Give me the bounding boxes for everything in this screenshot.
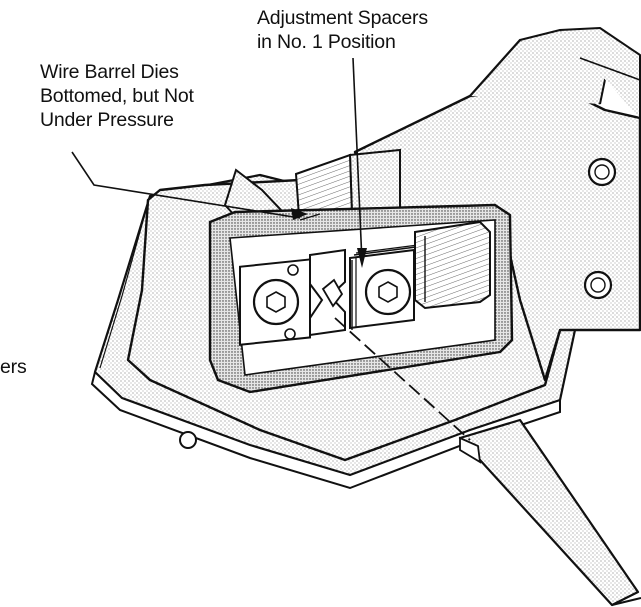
wire-barrel-dies-label: Wire Barrel Dies Bottomed, but Not Under… bbox=[40, 60, 194, 132]
label-line: in No. 1 Position bbox=[257, 31, 396, 53]
gauge-bar bbox=[458, 418, 641, 607]
label-line: Under Pressure bbox=[40, 109, 174, 131]
cropped-label-fragment: ers bbox=[0, 356, 27, 378]
label-line: Bottomed, but Not bbox=[40, 85, 194, 107]
spacers-leader-line bbox=[352, 57, 363, 263]
adjustment-spacers-label: Adjustment Spacers in No. 1 Position bbox=[257, 6, 428, 54]
label-line: Adjustment Spacers bbox=[257, 7, 428, 29]
die-window bbox=[208, 203, 514, 394]
dies-leader-line bbox=[71, 151, 301, 219]
upper-handle-block bbox=[353, 27, 641, 382]
label-line: Wire Barrel Dies bbox=[40, 61, 179, 83]
alignment-dashed-line bbox=[334, 317, 471, 441]
spacers-leader-arrow bbox=[357, 248, 367, 268]
dies-leader-arrow bbox=[291, 208, 308, 220]
